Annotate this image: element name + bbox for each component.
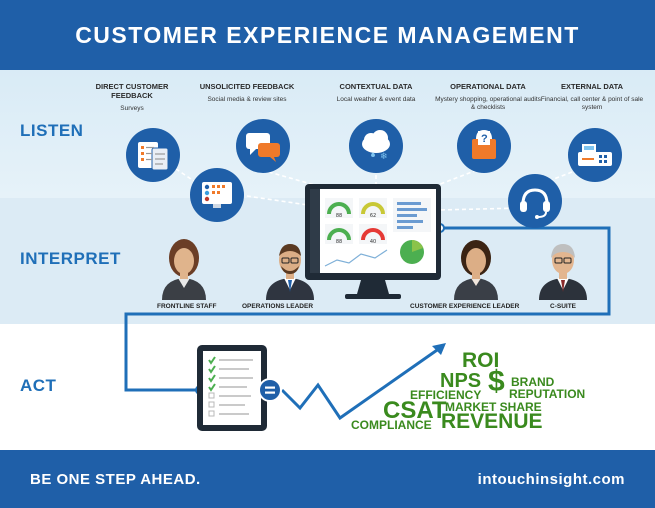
survey-devices-icon xyxy=(126,128,180,182)
source-title: CONTEXTUAL DATA xyxy=(339,82,413,91)
source-unsolicited-feedback: UNSOLICITED FEEDBACK Social media & revi… xyxy=(192,82,302,104)
weather-cloud-icon: ❄ xyxy=(349,119,403,173)
c-suite-avatar-icon xyxy=(539,244,587,300)
frontline-staff-avatar-icon xyxy=(162,239,206,300)
source-title: UNSOLICITED FEEDBACK xyxy=(199,82,295,91)
source-description: Local weather & event data xyxy=(336,96,416,103)
shopping-bag-icon: ? xyxy=(457,119,511,173)
outcome-dollar-icon: $ xyxy=(488,365,505,398)
source-contextual-data: CONTEXTUAL DATA Local weather & event da… xyxy=(321,82,431,104)
row-label-act: ACT xyxy=(20,376,57,395)
svg-text:❄: ❄ xyxy=(380,152,388,162)
gauge-value: 62 xyxy=(370,213,376,219)
speech-bubbles-icon xyxy=(236,119,290,173)
gauge-value: 88 xyxy=(336,213,342,219)
outcome-efficiency: EFFICIENCY xyxy=(410,388,482,402)
person-label: C-SUITE xyxy=(550,303,576,310)
outcome-market-share: MARKET SHARE xyxy=(445,400,542,414)
source-title: EXTERNAL DATA xyxy=(560,82,624,91)
svg-text:?: ? xyxy=(481,133,488,145)
social-media-icon xyxy=(190,168,244,222)
row-label-listen: LISTEN xyxy=(20,121,84,140)
checklist-tablet-icon xyxy=(197,345,267,431)
source-title: DIRECT CUSTOMER FEEDBACK xyxy=(95,82,169,100)
cx-leader-avatar-icon xyxy=(454,240,498,300)
gauge-value: 40 xyxy=(370,239,376,245)
act-band xyxy=(0,324,655,450)
outcome-nps: NPS xyxy=(440,370,482,392)
person-label: FRONTLINE STAFF xyxy=(157,303,217,310)
header-banner: CUSTOMER EXPERIENCE MANAGEMENT xyxy=(0,0,655,70)
row-label-interpret: INTERPRET xyxy=(20,249,121,268)
source-title: OPERATIONAL DATA xyxy=(450,82,526,91)
source-description: Financial, call center & point of sale s… xyxy=(540,96,644,112)
person-label: CUSTOMER EXPERIENCE LEADER xyxy=(410,303,520,310)
dashboard-monitor-icon: 88 62 88 40 xyxy=(305,184,441,299)
source-direct-feedback: DIRECT CUSTOMER FEEDBACK Surveys xyxy=(77,82,187,113)
gauge-value: 88 xyxy=(336,239,342,245)
footer-tagline: BE ONE STEP AHEAD. xyxy=(30,470,201,488)
outcome-compliance: COMPLIANCE xyxy=(351,418,432,432)
source-description: Mystery shopping, operational audits & c… xyxy=(435,96,541,112)
call-center-headset-icon xyxy=(508,174,562,228)
footer-website-link[interactable]: intouchinsight.com xyxy=(477,470,625,488)
outcome-brand: BRAND xyxy=(511,375,555,389)
outcome-reputation: REPUTATION xyxy=(509,387,586,401)
source-description: Surveys xyxy=(120,105,144,112)
source-operational-data: OPERATIONAL DATA Mystery shopping, opera… xyxy=(433,82,543,112)
source-external-data: EXTERNAL DATA Financial, call center & p… xyxy=(537,82,647,112)
operations-leader-avatar-icon xyxy=(266,244,314,300)
page-title: CUSTOMER EXPERIENCE MANAGEMENT xyxy=(75,21,580,48)
outcome-roi: ROI xyxy=(462,349,500,372)
equals-circle-icon xyxy=(258,378,282,402)
footer-banner: BE ONE STEP AHEAD. intouchinsight.com xyxy=(0,450,655,508)
person-label: OPERATIONS LEADER xyxy=(242,303,314,310)
outcome-revenue: REVENUE xyxy=(441,410,543,433)
source-description: Social media & review sites xyxy=(207,96,287,103)
cash-register-icon xyxy=(568,128,622,182)
outcome-csat: CSAT xyxy=(383,397,447,424)
